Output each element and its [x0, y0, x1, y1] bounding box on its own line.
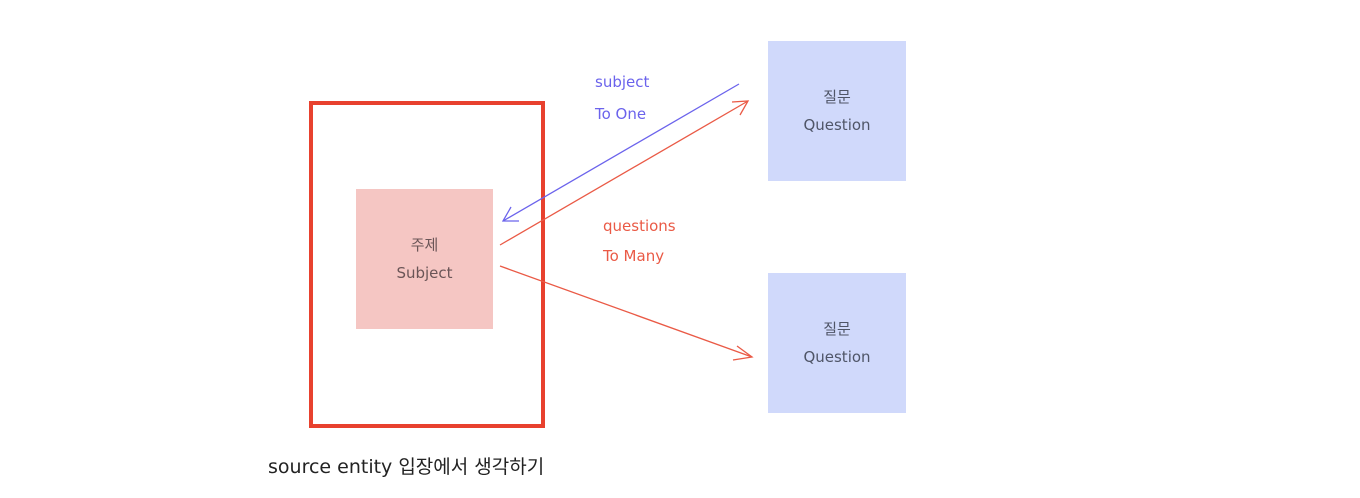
to-one-arrow	[501, 83, 740, 222]
relation-field-questions: questions	[603, 217, 676, 235]
question-english-label: Question	[803, 348, 871, 366]
subject-korean-label: 주제	[410, 236, 439, 254]
relation-cardinality-to-many: To Many	[603, 247, 665, 265]
question-english-label: Question	[803, 116, 871, 134]
to-many-arrow-bottom	[499, 265, 754, 361]
question-entity-box-top: 질문 Question	[768, 41, 906, 181]
question-entity-box-bottom: 질문 Question	[768, 273, 906, 413]
subject-entity-box: 주제 Subject	[356, 189, 493, 329]
diagram-caption: source entity 입장에서 생각하기	[268, 456, 545, 478]
subject-english-label: Subject	[396, 264, 453, 282]
relation-cardinality-to-one: To One	[595, 105, 647, 123]
source-entity-frame	[309, 101, 545, 428]
to-many-arrow-top	[499, 100, 750, 246]
question-korean-label: 질문	[823, 320, 851, 338]
relation-field-subject: subject	[595, 73, 650, 91]
question-korean-label: 질문	[823, 88, 851, 106]
